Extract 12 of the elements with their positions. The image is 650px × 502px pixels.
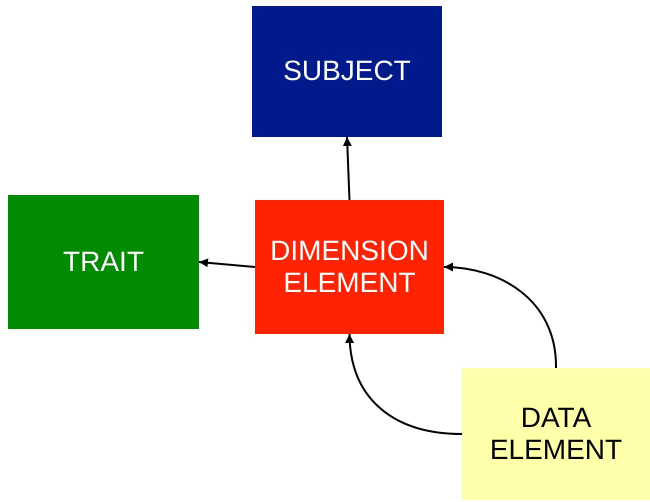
arrow <box>342 136 352 200</box>
arrow <box>444 262 557 368</box>
arrow <box>198 258 256 268</box>
box-label: SUBJECT <box>283 55 411 88</box>
process-box <box>462 368 650 500</box>
process-box <box>8 195 199 329</box>
arrow <box>346 334 462 435</box>
process-box <box>255 200 444 334</box>
process-box <box>252 6 442 137</box>
box-label: DATA ELEMENT <box>488 402 624 466</box>
box-label: TRAIT <box>63 246 144 278</box>
box-label: DIMENSION ELEMENT <box>269 234 430 300</box>
